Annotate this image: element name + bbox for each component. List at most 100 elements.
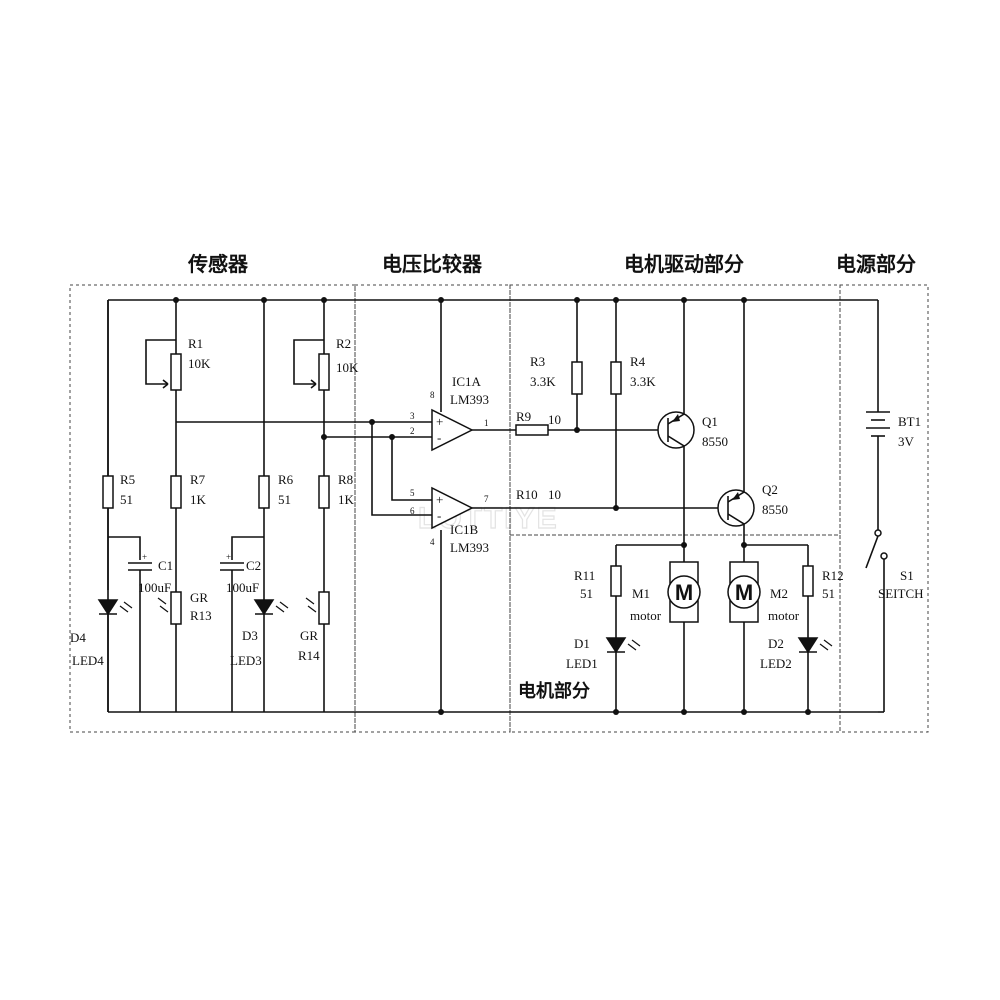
resistor-r11 [610,565,622,597]
label-d4-name: LED4 [72,653,104,668]
section-title-sensor: 传感器 [187,252,249,276]
label-c1-ref: C1 [158,558,173,573]
branch-r1: R1 10K R7 1K GR R13 [145,297,212,712]
potentiometer-r1 [170,353,182,391]
label-r11-value: 51 [580,586,593,601]
label-r3-ref: R3 [530,354,545,369]
transistor-q2 [717,489,755,527]
label-r10-ref: R10 [516,487,538,502]
label-r11-ref: R11 [574,568,595,583]
label-r2-value: 10K [336,360,359,375]
led-d3 [253,599,275,616]
label-d3-name: LED3 [230,653,262,668]
label-r5-ref: R5 [120,472,135,487]
led-d1 [605,637,627,654]
label-r2-ref: R2 [336,336,351,351]
branch-led3: R6 51 D3 LED3 [230,297,294,712]
label-q1-part: 8550 [702,434,728,449]
capacitor-c2: + C2 100uF [220,552,261,712]
label-c2-value: 100uF [226,580,259,595]
ic1b-in-plus: + [436,492,443,507]
photoresistor-r13 [170,591,182,625]
label-m1-part: motor [630,608,662,623]
label-q2-ref: Q2 [762,482,778,497]
label-r13-ref: R13 [190,608,212,623]
resistor-r6 [258,475,270,509]
branch-led4: R5 51 D4 LED4 [70,300,141,712]
label-r14-ref: R14 [298,648,320,663]
label-r9-value: 10 [548,412,561,427]
resistor-r9 [515,424,549,436]
resistor-r8 [318,475,330,509]
label-r12-ref: R12 [822,568,844,583]
label-r3-value: 3.3K [530,374,556,389]
label-c2-plus: + [226,552,231,562]
label-q1-ref: Q1 [702,414,718,429]
section-title-motor-driver: 电机驱动部分 [624,252,744,276]
ic1a-pin2: 2 [410,426,415,436]
section-title-motor: 电机部分 [518,680,590,702]
label-d1-name: LED1 [566,656,598,671]
driver-q1: R9 10 R3 3.3K Q1 8550 [472,297,728,545]
label-r1-ref: R1 [188,336,203,351]
ic1b-pin6: 6 [410,506,415,516]
label-r1-value: 10K [188,356,211,371]
label-r8-ref: R8 [338,472,353,487]
label-r4-value: 3.3K [630,374,656,389]
photoresistor-r14 [318,591,330,625]
label-c1-value: 100uF [138,580,171,595]
ic1b-pin7: 7 [484,494,489,504]
led-d4 [97,599,119,616]
label-r8-value: 1K [338,492,355,507]
power-box [839,284,929,733]
ic1a-pin3: 3 [410,411,415,421]
label-r9-ref: R9 [516,409,531,424]
label-ic1b-part: LM393 [450,540,489,555]
label-s1-ref: S1 [900,568,914,583]
opamp-ic1b: + - 5 6 7 4 IC1B LM393 [410,486,489,555]
motor-m2-symbol: M [735,580,753,605]
capacitor-c1: + C1 100uF [128,552,173,712]
label-r6-value: 51 [278,492,291,507]
ic1a-pin8: 8 [430,390,435,400]
ic1a-pin1: 1 [484,418,489,428]
ic1a-in-minus: - [437,430,441,445]
label-r6-ref: R6 [278,472,294,487]
label-c1-plus: + [142,552,147,562]
label-m1-ref: M1 [632,586,650,601]
resistor-r3 [571,361,583,395]
label-q2-part: 8550 [762,502,788,517]
label-d3-ref: D3 [242,628,258,643]
section-title-power: 电源部分 [836,252,916,276]
label-r13-type: GR [190,590,208,605]
potentiometer-r2 [318,353,330,391]
resistor-r7 [170,475,182,509]
label-m2-ref: M2 [770,586,788,601]
label-c2-ref: C2 [246,558,261,573]
label-d4-ref: D4 [70,630,86,645]
comparator-wiring [176,297,444,715]
label-r5-value: 51 [120,492,133,507]
ic1b-in-minus: - [437,508,441,523]
ic1b-pin4: 4 [430,537,435,547]
resistor-r4 [610,361,622,395]
ic1a-in-plus: + [436,414,443,429]
label-r7-value: 1K [190,492,207,507]
transistor-q1 [657,411,695,449]
label-r14-type: GR [300,628,318,643]
resistor-r5 [102,475,114,509]
label-ic1a-ref: IC1A [452,374,482,389]
label-s1-name: SEITCH [878,586,924,601]
label-r10-value: 10 [548,487,561,502]
motor-m1-symbol: M [675,580,693,605]
label-r7-ref: R7 [190,472,206,487]
motor-m2: M R12 51 D2 LED2 M2 motor [727,542,844,715]
driver-q2: R10 10 R4 3.3K Q2 8550 [472,297,788,545]
opamp-ic1a: + - 3 2 1 8 IC1A LM393 [410,374,489,452]
label-bt1-value: 3V [898,434,915,449]
section-title-comparator: 电压比较器 [382,252,483,276]
switch-s1 [865,535,879,569]
label-r4-ref: R4 [630,354,646,369]
label-ic1b-ref: IC1B [450,522,479,537]
